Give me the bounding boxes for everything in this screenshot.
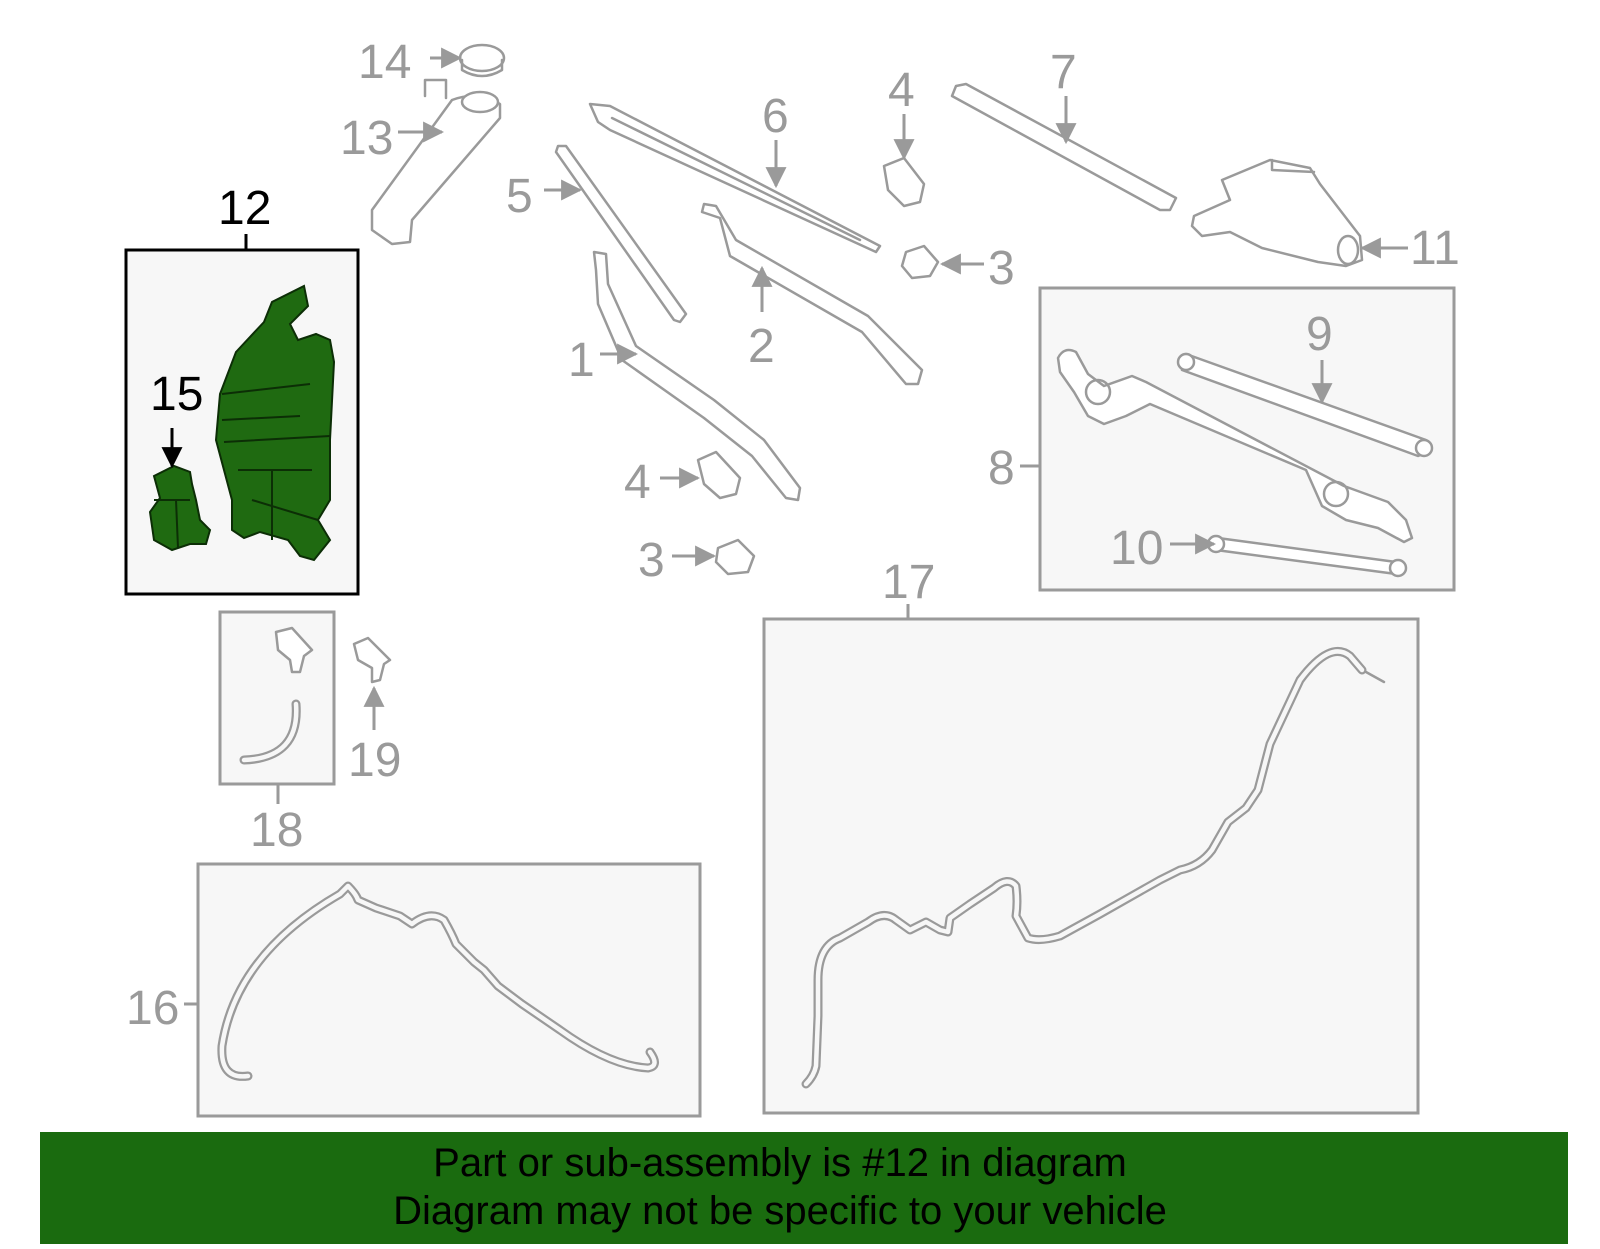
label-13: 13: [340, 112, 393, 165]
part-19-clip[interactable]: [352, 636, 392, 684]
label-18: 18: [250, 804, 303, 857]
part-6-wiper-blade[interactable]: [588, 102, 882, 254]
label-12: 12: [218, 182, 271, 235]
label-5: 5: [506, 170, 533, 223]
part-2-wiper-arm[interactable]: [700, 202, 924, 386]
label-19: 19: [348, 734, 401, 787]
label-6: 6: [762, 90, 789, 143]
label-15: 15: [150, 368, 203, 421]
label-4a: 4: [888, 64, 915, 117]
part-14-cap[interactable]: [458, 43, 506, 78]
part-17-washer-hose[interactable]: [801, 647, 1386, 1089]
label-16: 16: [126, 982, 179, 1035]
label-3a: 3: [988, 242, 1015, 295]
part-3-nut-upper[interactable]: [900, 244, 940, 280]
label-11: 11: [1410, 222, 1460, 275]
part-4-cap-lower[interactable]: [696, 450, 742, 500]
banner-line-2: Diagram may not be specific to your vehi…: [393, 1189, 1167, 1233]
label-10: 10: [1110, 522, 1163, 575]
part-4-cap-upper[interactable]: [882, 156, 926, 208]
info-banner: Part or sub-assembly is #12 in diagram D…: [40, 1132, 1568, 1244]
part-16-washer-hose[interactable]: [217, 881, 659, 1081]
banner-line-1: Part or sub-assembly is #12 in diagram: [433, 1141, 1127, 1185]
label-1: 1: [568, 334, 595, 387]
label-8: 8: [988, 442, 1015, 495]
part-13-filler-neck[interactable]: [370, 78, 502, 246]
label-14: 14: [358, 36, 411, 89]
label-3b: 3: [638, 534, 665, 587]
box-part-17[interactable]: [762, 617, 1420, 1115]
part-15-washer-pump[interactable]: [148, 464, 212, 552]
box-part-16[interactable]: [196, 862, 702, 1118]
part-3-nut-lower[interactable]: [714, 538, 756, 576]
part-1-wiper-arm[interactable]: [592, 250, 802, 502]
part-11-wiper-motor[interactable]: [1190, 158, 1364, 268]
part-8-wiper-linkage[interactable]: [1056, 348, 1414, 544]
label-7: 7: [1050, 46, 1077, 99]
part-12-washer-reservoir[interactable]: [214, 284, 336, 562]
part-18-hose-connector[interactable]: [239, 626, 314, 765]
part-5-wiper-blade[interactable]: [554, 144, 688, 324]
label-17: 17: [882, 556, 935, 609]
part-9-link-rod[interactable]: [1176, 352, 1434, 458]
label-9: 9: [1306, 308, 1333, 361]
label-4b: 4: [624, 456, 651, 509]
label-2: 2: [748, 320, 775, 373]
part-7-wiper-blade[interactable]: [950, 82, 1178, 212]
